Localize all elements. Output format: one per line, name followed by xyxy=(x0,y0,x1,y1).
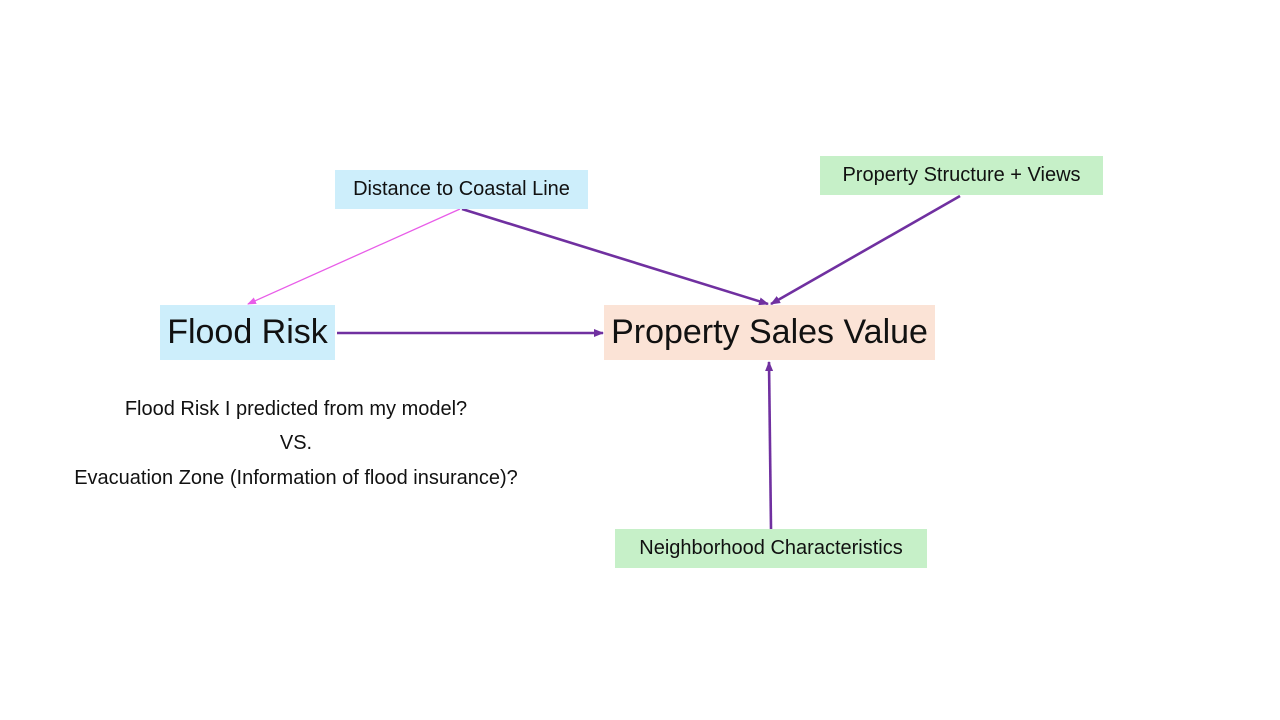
node-distance-to-coastal-line: Distance to Coastal Line xyxy=(335,170,588,209)
edge-structure-to-sales-value xyxy=(770,194,961,306)
note-line-versus: VS. xyxy=(279,432,313,454)
edge-neighborhood-to-sales-value xyxy=(765,361,774,530)
node-neighborhood-characteristics: Neighborhood Characteristics xyxy=(615,529,927,568)
edge-distance-to-flood-risk xyxy=(247,208,461,305)
node-property-sales-value: Property Sales Value xyxy=(604,305,935,360)
note-line-evacuation-question: Evacuation Zone (Information of flood in… xyxy=(74,467,518,489)
node-property-structure-views: Property Structure + Views xyxy=(820,156,1103,195)
note-line-model-question: Flood Risk I predicted from my model? xyxy=(124,398,468,420)
edge-distance-to-sales-value xyxy=(461,207,769,306)
node-flood-risk: Flood Risk xyxy=(160,305,335,360)
